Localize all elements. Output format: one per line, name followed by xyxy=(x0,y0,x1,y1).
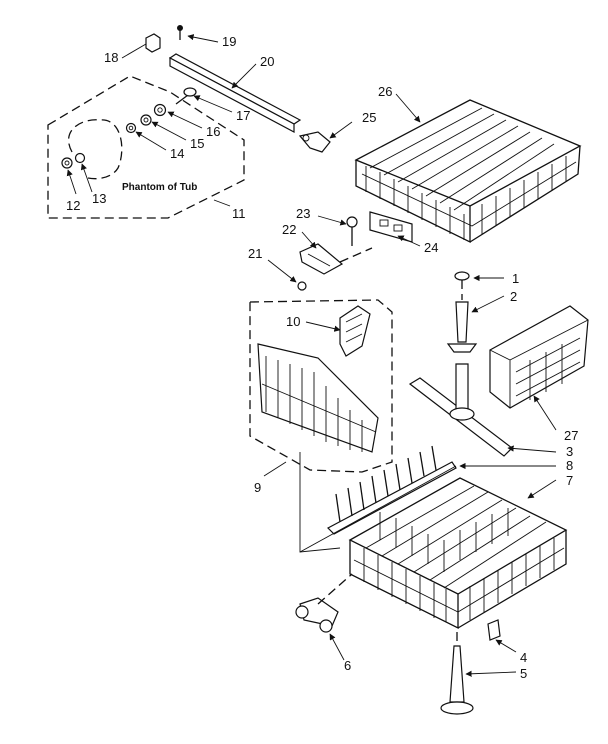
label-part-18: 18 xyxy=(104,50,118,65)
label-part-2: 2 xyxy=(510,289,517,304)
rack-wheels xyxy=(295,573,353,633)
label-part-10: 10 xyxy=(286,314,300,329)
label-part-13: 13 xyxy=(92,191,106,206)
rack-stop xyxy=(298,131,331,153)
label-part-26: 26 xyxy=(378,84,392,99)
label-part-21: 21 xyxy=(248,246,262,261)
label-part-27: 27 xyxy=(564,428,578,443)
spray-arm-assembly xyxy=(408,271,513,457)
silverware-basket xyxy=(489,305,589,409)
rack-rail xyxy=(145,25,302,133)
label-part-6: 6 xyxy=(344,658,351,673)
rack-adjuster-parts xyxy=(297,211,413,291)
wash-tube xyxy=(440,632,474,715)
label-part-24: 24 xyxy=(424,240,438,255)
label-part-12: 12 xyxy=(66,198,80,213)
phantom-of-tub-note: Phantom of Tub xyxy=(122,182,197,193)
label-part-23: 23 xyxy=(296,206,310,221)
label-part-25: 25 xyxy=(362,110,376,125)
upper-rack xyxy=(354,99,582,244)
label-part-20: 20 xyxy=(260,54,274,69)
label-part-1: 1 xyxy=(512,271,519,286)
rack-cap xyxy=(487,619,501,641)
label-part-3: 3 xyxy=(566,444,573,459)
label-part-15: 15 xyxy=(190,136,204,151)
lower-rack xyxy=(348,477,568,630)
cup-shelf-outline xyxy=(249,299,393,473)
label-part-14: 14 xyxy=(170,146,184,161)
label-part-7: 7 xyxy=(566,473,573,488)
label-part-17: 17 xyxy=(236,108,250,123)
label-part-9: 9 xyxy=(254,480,261,495)
label-part-19: 19 xyxy=(222,34,236,49)
label-part-16: 16 xyxy=(206,124,220,139)
label-part-11: 11 xyxy=(232,206,246,221)
part-numbers: 1 2 3 4 5 6 7 8 9 10 11 12 13 14 15 16 1… xyxy=(66,34,578,681)
leader-arrows xyxy=(66,34,557,677)
label-part-5: 5 xyxy=(520,666,527,681)
cup-shelf xyxy=(257,305,379,453)
washer-stack xyxy=(61,87,197,169)
guide-line-2 xyxy=(299,465,457,553)
tub-phantom-outline xyxy=(47,75,245,219)
tine-row xyxy=(327,445,457,535)
label-part-8: 8 xyxy=(566,458,573,473)
label-part-4: 4 xyxy=(520,650,527,665)
label-part-22: 22 xyxy=(282,222,296,237)
